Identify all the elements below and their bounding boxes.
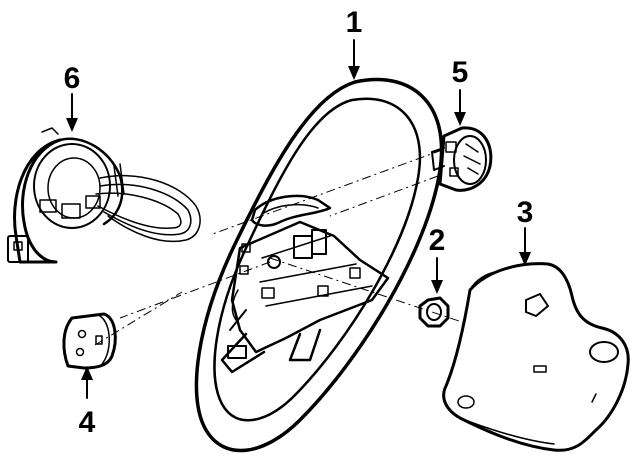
right-switch <box>431 126 493 192</box>
left-switch <box>62 312 117 370</box>
callout-4: 4 <box>79 406 96 439</box>
callout-5: 5 <box>452 56 469 89</box>
clock-spring <box>7 127 201 264</box>
steering-wheel <box>194 77 444 453</box>
callout-3: 3 <box>517 196 534 229</box>
alignment-lines <box>94 149 463 346</box>
nut <box>418 296 450 328</box>
callout-2: 2 <box>429 224 446 257</box>
leader-arrows <box>66 39 531 399</box>
callout-6: 6 <box>64 62 81 95</box>
horn-pad <box>442 262 630 452</box>
callout-1: 1 <box>346 6 363 39</box>
callout-labels: 1 2 3 4 5 6 <box>64 6 534 439</box>
